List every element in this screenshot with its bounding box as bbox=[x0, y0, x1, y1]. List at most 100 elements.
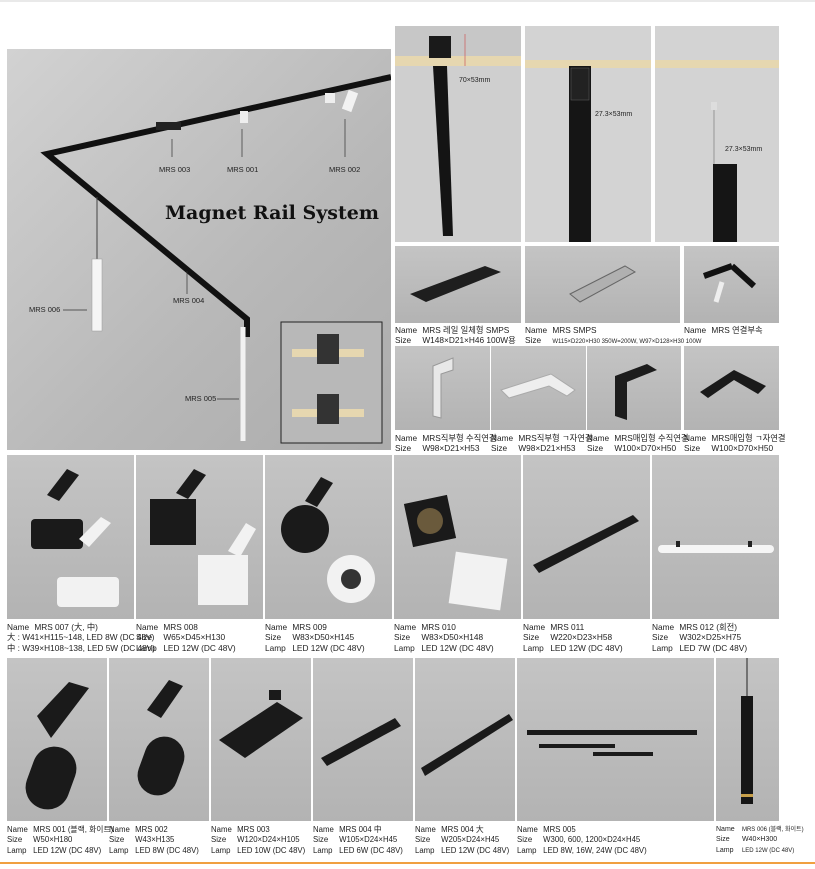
value-name: MRS 001 (블랙, 화이트) bbox=[33, 825, 114, 834]
value-lamp: LED 12W (DC 48V) bbox=[33, 845, 102, 855]
profile-3-photo: 27.3×53mm bbox=[655, 26, 779, 242]
value-lamp: LED 8W (DC 48V) bbox=[135, 845, 199, 855]
value-name: MRS SMPS bbox=[552, 325, 597, 335]
hero-title: Magnet Rail System bbox=[165, 202, 379, 224]
key-name: Name bbox=[211, 825, 232, 834]
caption-smps: Name MRS SMPS Size W115×D220×H30 350W=20… bbox=[525, 325, 701, 348]
smps-photo bbox=[525, 246, 680, 323]
profile-1-dim: 70×53mm bbox=[459, 77, 491, 84]
caption-mrs011: Name MRS 011 Size W220×D23×H58 Lamp LED … bbox=[523, 622, 623, 653]
value-lamp: LED 12W (DC 48V) bbox=[163, 642, 236, 653]
value-name: MRS 004 中 bbox=[339, 825, 382, 834]
value-size: W302×D25×H75 bbox=[679, 632, 742, 643]
mrs007-photo bbox=[7, 455, 134, 619]
caption-mrs010: Name MRS 010 Size W83×D50×H148 Lamp LED … bbox=[394, 622, 494, 653]
key-lamp: Lamp bbox=[394, 642, 415, 653]
value-size: W50×H180 bbox=[33, 835, 73, 845]
caption-mrs004-medium: Name MRS 004 中 Size W105×D24×H45 Lamp LE… bbox=[313, 825, 403, 856]
connector-photo bbox=[684, 246, 779, 323]
key-lamp: Lamp bbox=[109, 845, 129, 855]
key-name: Name bbox=[525, 325, 548, 335]
key-name: Name bbox=[265, 622, 288, 632]
profile-3-dim: 27.3×53mm bbox=[725, 146, 763, 153]
value-name: MRS 009 bbox=[292, 622, 327, 632]
value-lamp: LED 12W (DC 48V) bbox=[421, 642, 494, 653]
key-name: Name bbox=[716, 826, 735, 833]
key-size: Size bbox=[136, 632, 153, 643]
key-lamp: Lamp bbox=[7, 845, 27, 855]
value-size: W105×D24×H45 bbox=[339, 835, 398, 845]
mrs006-photo bbox=[716, 658, 779, 821]
key-size: Size bbox=[517, 835, 533, 845]
caption-mrs012: Name MRS 012 (회전) Size W302×D25×H75 Lamp… bbox=[652, 622, 747, 653]
value-name: MRS 006 (블랙, 화이트) bbox=[741, 827, 804, 833]
value-name: MRS 008 bbox=[163, 622, 198, 632]
label-mrs004: MRS 004 bbox=[173, 296, 205, 305]
key-size: Size bbox=[523, 632, 540, 643]
key-lamp: Lamp bbox=[517, 845, 537, 855]
key-size: Size bbox=[684, 443, 701, 454]
mrs010-photo bbox=[394, 455, 521, 619]
key-name: Name bbox=[517, 825, 538, 834]
caption-mrs005: Name MRS 005 Size W300, 600, 1200×D24×H4… bbox=[517, 825, 647, 856]
key-size: Size bbox=[716, 836, 730, 844]
value-size: W65×D45×H130 bbox=[163, 632, 226, 643]
value-size: W43×H135 bbox=[135, 835, 175, 845]
key-size: Size bbox=[395, 443, 412, 454]
key-size: Size bbox=[491, 443, 508, 454]
value-name: MRS 011 bbox=[550, 622, 585, 632]
value-size: W100×D70×H50 bbox=[614, 443, 677, 454]
value-size: W83×D50×H145 bbox=[292, 632, 355, 643]
value-name: MRS직부형 ㄱ자연결 bbox=[518, 433, 593, 443]
mrs005-photo bbox=[517, 658, 714, 821]
caption-mrs007: Name MRS 007 (大, 中) 大 : W41×H115~148, LE… bbox=[7, 622, 155, 653]
value-lamp: LED 12W (DC 48V) bbox=[741, 847, 795, 854]
recessed-vertical-photo bbox=[587, 346, 681, 430]
key-lamp: Lamp bbox=[136, 642, 157, 653]
mrs009-photo bbox=[265, 455, 392, 619]
value-lamp: LED 7W (DC 48V) bbox=[679, 642, 748, 653]
value-lamp: LED 12W (DC 48V) bbox=[292, 642, 365, 653]
value-name: MRS직부형 수직연결 bbox=[422, 433, 497, 443]
caption-connector: Name MRS 연결부속 bbox=[684, 325, 763, 335]
value-size: W205×D24×H45 bbox=[441, 835, 500, 845]
value-name: MRS 005 bbox=[543, 825, 576, 834]
label-mrs006: MRS 006 bbox=[29, 305, 61, 314]
value-size: W98×D21×H53 bbox=[422, 443, 480, 454]
key-name: Name bbox=[523, 622, 546, 632]
value-name: MRS 010 bbox=[421, 622, 456, 632]
caption-rail-smps: Name MRS 레일 일체형 SMPS Size W148×D21×H46 1… bbox=[395, 325, 516, 346]
key-size: Size bbox=[265, 632, 282, 643]
key-name: Name bbox=[313, 825, 334, 834]
key-size: Size bbox=[313, 835, 329, 845]
key-name: Name bbox=[652, 622, 675, 632]
label-mrs003: MRS 003 bbox=[159, 165, 191, 174]
caption-mrs006: Name MRS 006 (블랙, 화이트) Size W40×H300 Lam… bbox=[716, 825, 804, 856]
caption-mrs001: Name MRS 001 (블랙, 화이트) Size W50×H180 Lam… bbox=[7, 825, 113, 856]
value-name: MRS 007 (大, 中) bbox=[34, 622, 98, 632]
rail-smps-photo bbox=[395, 246, 521, 323]
key-name: Name bbox=[684, 325, 707, 335]
key-size: Size bbox=[525, 335, 542, 346]
value-size: W120×D24×H105 bbox=[237, 835, 300, 845]
value-name: MRS 002 bbox=[135, 825, 168, 834]
mrs008-photo bbox=[136, 455, 263, 619]
caption-mrs004-large: Name MRS 004 大 Size W205×D24×H45 Lamp LE… bbox=[415, 825, 509, 856]
value-size: W83×D50×H148 bbox=[421, 632, 484, 643]
caption-recessed-vertical: Name MRS매입형 수직연결 Size W100×D70×H50 bbox=[587, 433, 689, 454]
label-mrs001: MRS 001 bbox=[227, 165, 259, 174]
mrs004m-photo bbox=[313, 658, 413, 821]
value-size: W100×D70×H50 bbox=[711, 443, 774, 454]
key-lamp: Lamp bbox=[265, 642, 286, 653]
value-size: W115×D220×H30 350W=200W, W97×D128×H30 10… bbox=[552, 339, 702, 346]
rail-illustration bbox=[40, 74, 391, 444]
key-size: Size bbox=[394, 632, 411, 643]
value-size: W220×D23×H58 bbox=[550, 632, 613, 643]
key-name: Name bbox=[7, 622, 30, 632]
value-size-medium: 中 : W39×H108~138, LED 5W (DC 48V) bbox=[7, 642, 156, 653]
profile-1-photo: 70×53mm bbox=[395, 26, 521, 242]
key-name: Name bbox=[587, 433, 610, 443]
value-lamp: LED 6W (DC 48V) bbox=[339, 845, 403, 855]
key-name: Name bbox=[136, 622, 159, 632]
value-size: W148×D21×H46 100W용 bbox=[422, 335, 516, 346]
